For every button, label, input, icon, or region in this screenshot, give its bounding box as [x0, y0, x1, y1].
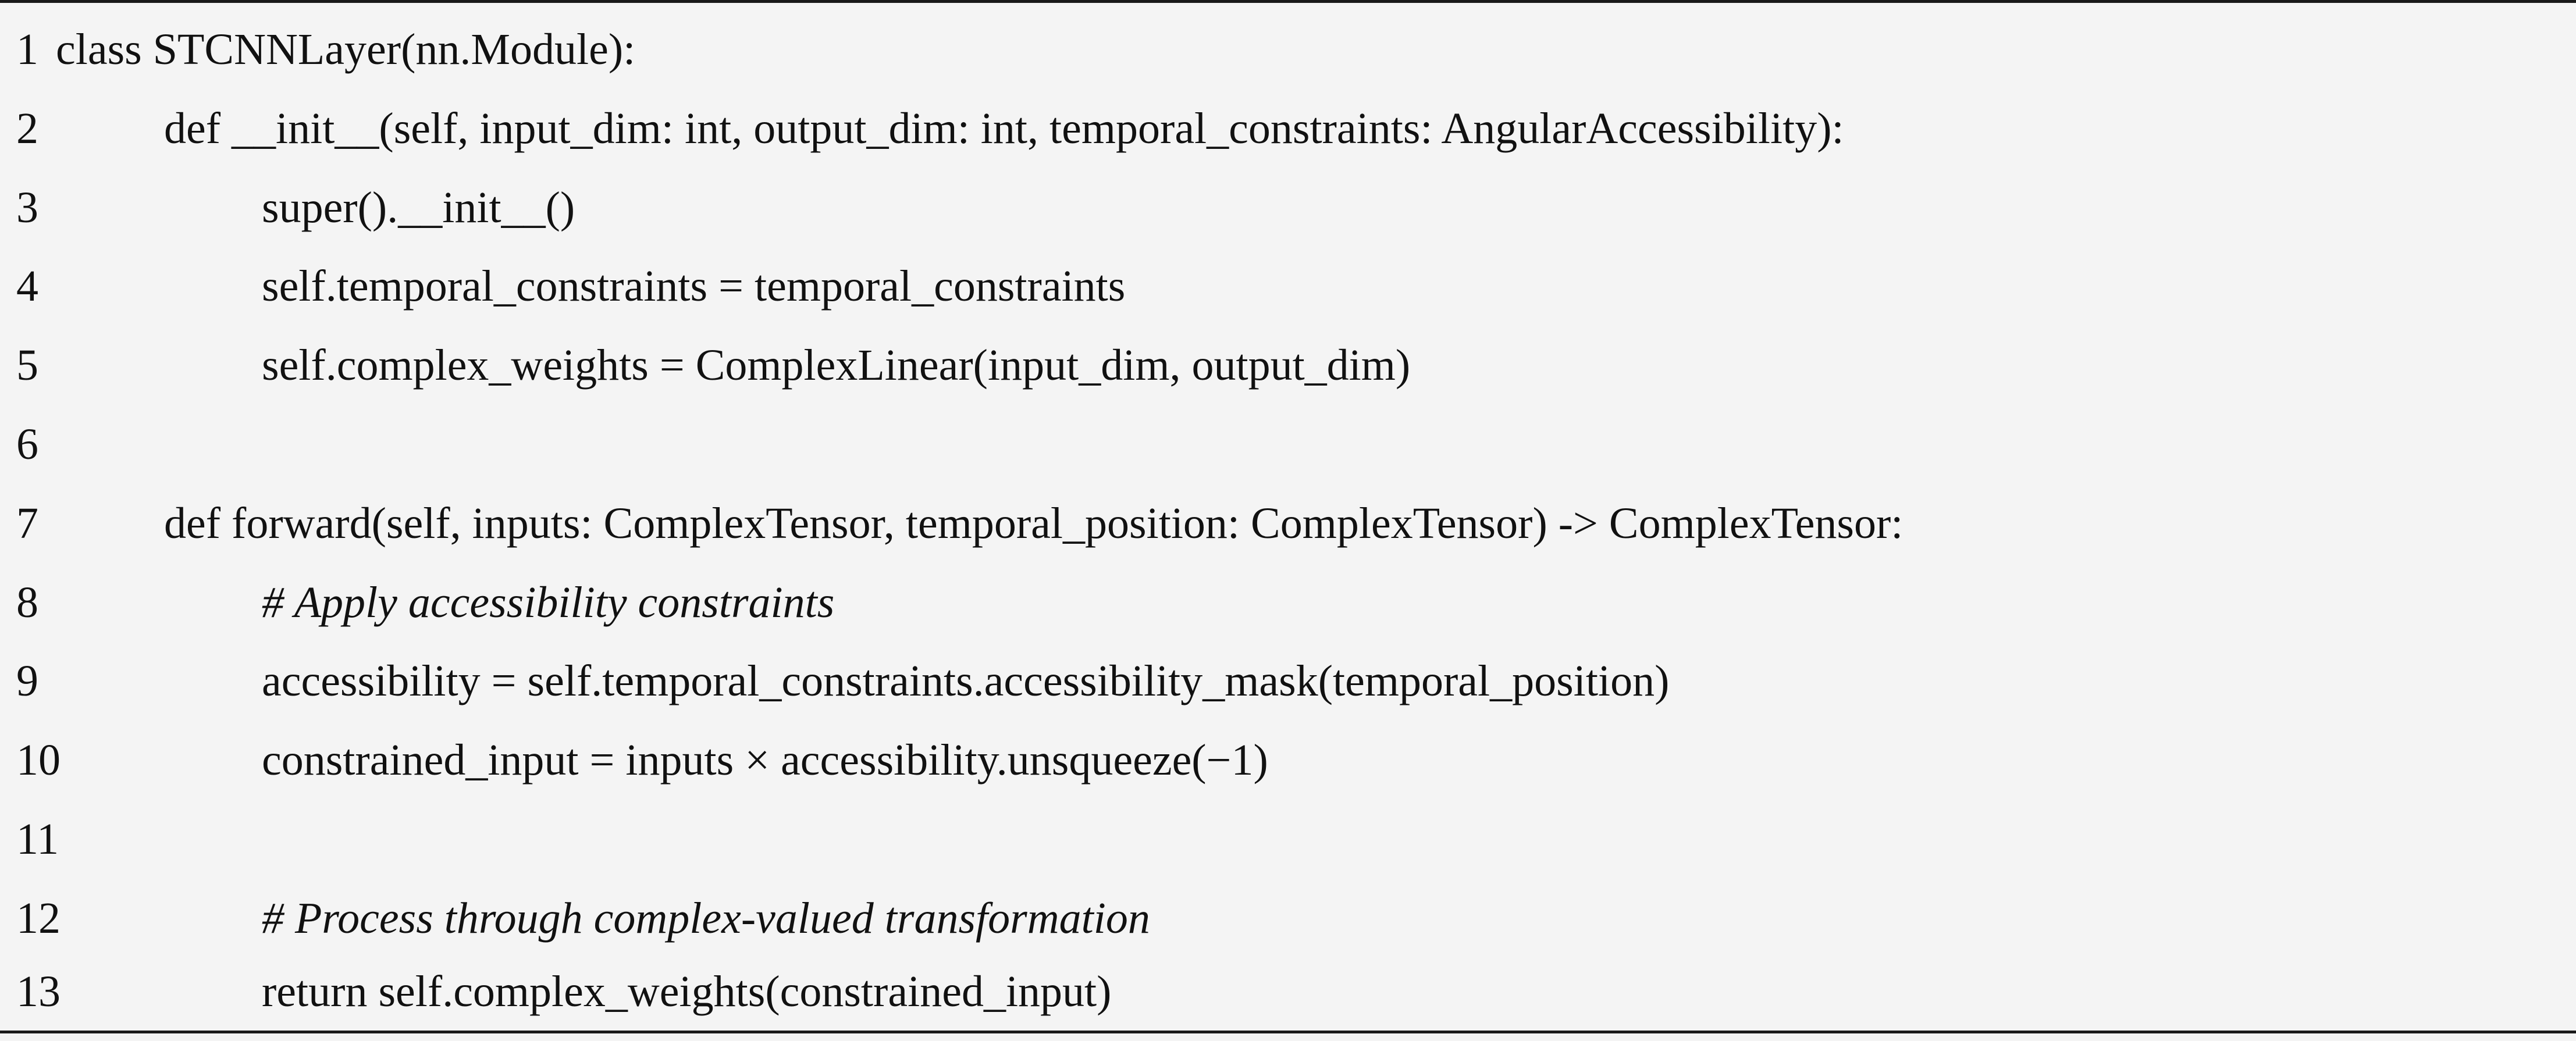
line-number: 12: [16, 894, 61, 943]
line-number: 5: [16, 341, 38, 390]
code-line-3: 3 super().__init__(): [0, 169, 2576, 247]
code-line-10: 10 constrained_input = inputs × accessib…: [0, 721, 2576, 799]
line-text: class STCNNLayer(nn.Module):: [56, 25, 636, 74]
line-text: def forward(self, inputs: ComplexTensor,…: [164, 499, 1903, 548]
code-line-13: 13 return self.complex_weights(constrain…: [0, 953, 2576, 1031]
code-line-4: 4 self.temporal_constraints = temporal_c…: [0, 247, 2576, 325]
line-text: super().__init__(): [262, 183, 575, 232]
code-line-2: 2 def __init__(self, input_dim: int, out…: [0, 90, 2576, 167]
line-text: def __init__(self, input_dim: int, outpu…: [164, 104, 1844, 153]
code-line-9: 9 accessibility = self.temporal_constrai…: [0, 642, 2576, 720]
code-line-8: 8 # Apply accessibility constraints: [0, 564, 2576, 641]
code-line-12: 12 # Process through complex-valued tran…: [0, 879, 2576, 957]
line-text: return self.complex_weights(constrained_…: [262, 967, 1112, 1016]
line-number: 2: [16, 104, 38, 153]
code-line-5: 5 self.complex_weights = ComplexLinear(i…: [0, 326, 2576, 404]
code-line-1: 1 class STCNNLayer(nn.Module):: [0, 10, 2576, 88]
code-line-7: 7 def forward(self, inputs: ComplexTenso…: [0, 484, 2576, 562]
line-number: 7: [16, 499, 38, 548]
line-text: accessibility = self.temporal_constraint…: [262, 657, 1670, 705]
bottom-rule: [0, 1031, 2576, 1033]
line-number: 6: [16, 420, 38, 469]
line-text: self.complex_weights = ComplexLinear(inp…: [262, 341, 1411, 390]
line-number: 11: [16, 815, 59, 864]
line-number: 4: [16, 262, 38, 311]
line-comment: # Process through complex-valued transfo…: [262, 894, 1150, 943]
line-number: 13: [16, 967, 61, 1016]
line-number: 10: [16, 736, 61, 785]
code-line-11: 11: [0, 800, 2576, 878]
line-text: self.temporal_constraints = temporal_con…: [262, 262, 1126, 311]
line-number: 1: [16, 25, 38, 74]
line-comment: # Apply accessibility constraints: [262, 578, 835, 627]
code-line-6: 6: [0, 405, 2576, 483]
line-number: 8: [16, 578, 38, 627]
top-rule: [0, 0, 2576, 3]
line-number: 3: [16, 183, 38, 232]
line-text: constrained_input = inputs × accessibili…: [262, 736, 1268, 785]
line-number: 9: [16, 657, 38, 705]
